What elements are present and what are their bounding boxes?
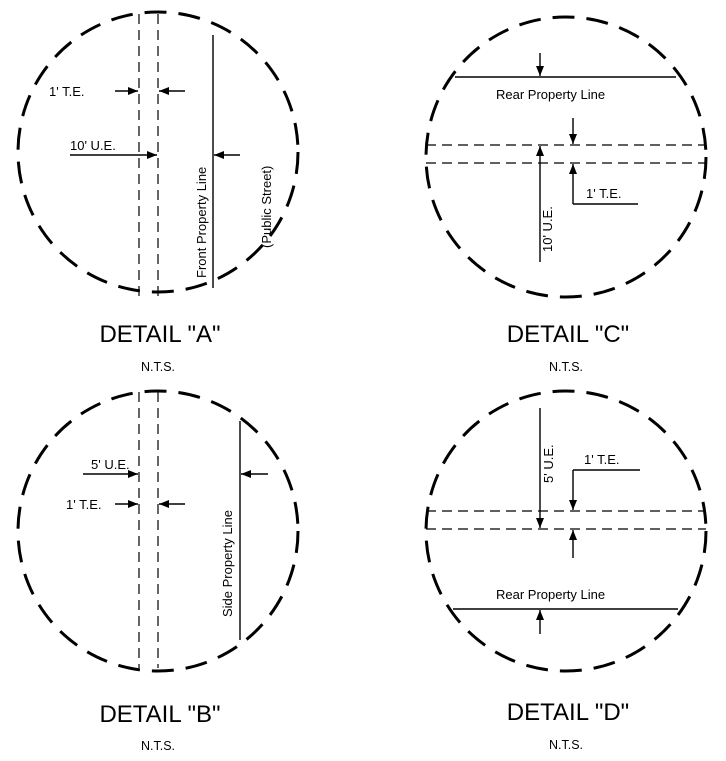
detail-d-rear-property-line-label: Rear Property Line — [496, 587, 605, 602]
detail-c-ue-label: 10' U.E. — [540, 206, 555, 252]
detail-b-side-property-line-label: Side Property Line — [220, 510, 235, 617]
detail-b-boundary-circle — [16, 389, 300, 673]
detail-b-title: DETAIL "B" — [99, 701, 220, 728]
detail-a-title: DETAIL "A" — [99, 321, 220, 348]
detail-b-ue-label: 5' U.E. — [91, 457, 130, 472]
detail-a-front-property-line-label: Front Property Line — [194, 167, 209, 278]
detail-b-te-label: 1' T.E. — [66, 497, 101, 512]
detail-d-boundary-circle — [424, 389, 708, 673]
detail-a-te-label: 1' T.E. — [49, 84, 84, 99]
detail-d-title: DETAIL "D" — [507, 699, 629, 726]
detail-a-scale: N.T.S. — [141, 360, 175, 374]
detail-b-scale: N.T.S. — [141, 739, 175, 753]
detail-a: 1' T.E. 10' U.E. Front Property Line (Pu… — [16, 10, 300, 374]
detail-c: Rear Property Line 10' U.E. 1' T.E. DETA… — [424, 15, 708, 374]
detail-c-boundary-circle — [424, 15, 708, 299]
detail-d: 5' U.E. 1' T.E. Rear Property Line DETAI… — [424, 389, 708, 752]
detail-c-title: DETAIL "C" — [507, 321, 629, 348]
detail-d-scale: N.T.S. — [549, 738, 583, 752]
detail-c-rear-property-line-label: Rear Property Line — [496, 87, 605, 102]
detail-a-ue-label: 10' U.E. — [70, 138, 116, 153]
detail-b: 5' U.E. 1' T.E. Side Property Line DETAI… — [16, 389, 300, 753]
detail-d-te-label: 1' T.E. — [584, 452, 619, 467]
detail-d-ue-label: 5' U.E. — [541, 444, 556, 483]
detail-c-scale: N.T.S. — [549, 360, 583, 374]
detail-c-te-label: 1' T.E. — [586, 186, 621, 201]
detail-a-public-street-label: (Public Street) — [259, 166, 274, 248]
